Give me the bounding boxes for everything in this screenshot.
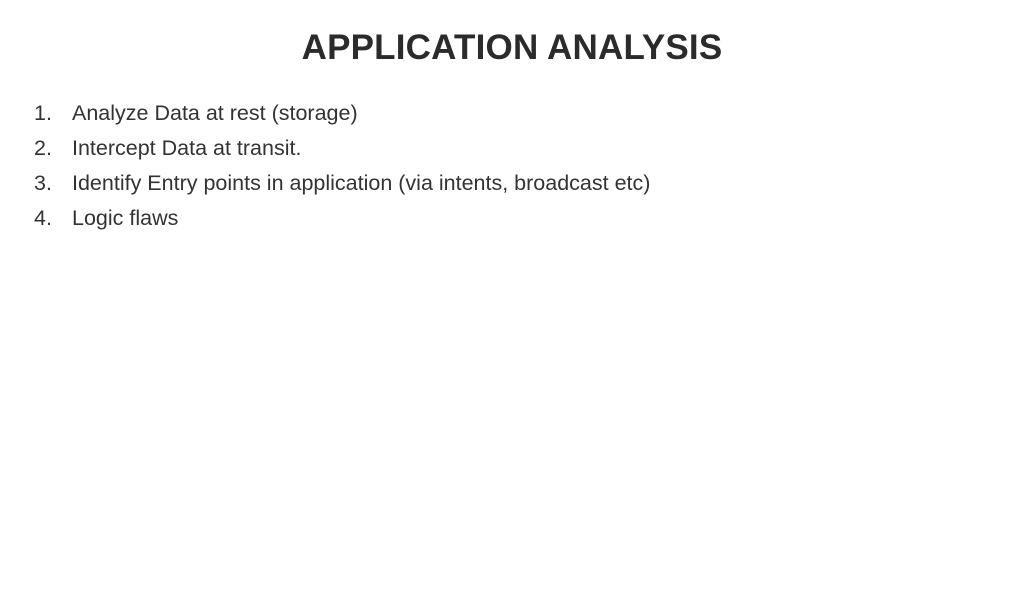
list-item-number: 2. xyxy=(34,136,52,160)
list-item-number: 3. xyxy=(34,171,52,195)
list-item: 4. Logic flaws xyxy=(34,201,974,236)
list-item-label: Intercept Data at transit. xyxy=(72,136,302,160)
list-item: 2. Intercept Data at transit. xyxy=(34,131,974,166)
list-item: 3. Identify Entry points in application … xyxy=(34,166,974,201)
list-item-number: 4. xyxy=(34,206,52,230)
list-item-label: Identify Entry points in application (vi… xyxy=(72,171,651,195)
list-item-number: 1. xyxy=(34,101,52,125)
page-title: APPLICATION ANALYSIS xyxy=(301,28,723,67)
list-item-label: Logic flaws xyxy=(72,206,179,230)
list-item: 1. Analyze Data at rest (storage) xyxy=(34,96,974,131)
list-item-label: Analyze Data at rest (storage) xyxy=(72,101,358,125)
numbered-list: 1. Analyze Data at rest (storage) 2. Int… xyxy=(34,96,974,236)
